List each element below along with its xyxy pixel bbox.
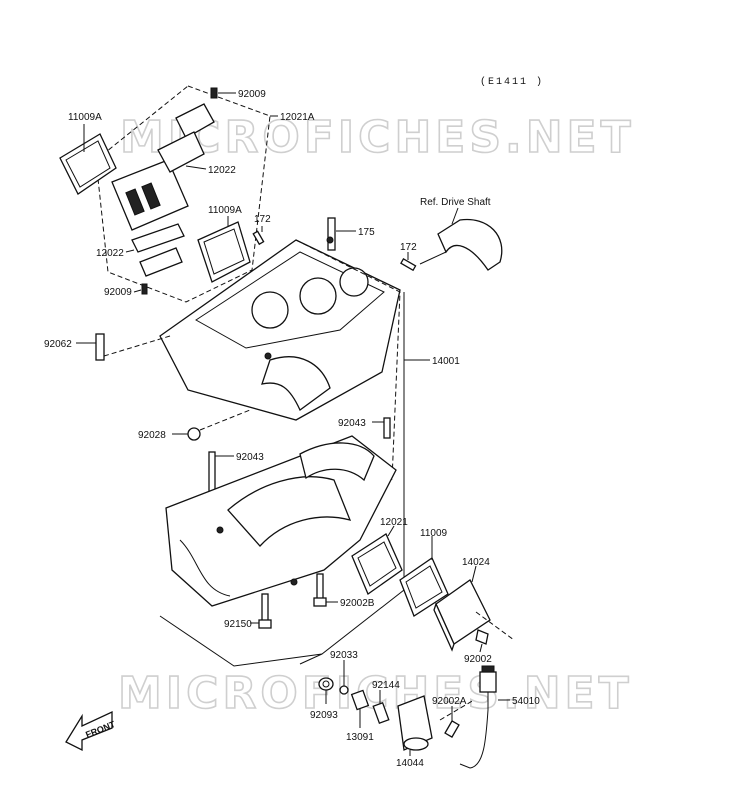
gasket-12021[interactable] — [351, 525, 403, 595]
housing-14044[interactable] — [397, 695, 433, 756]
reed-valve-block[interactable] — [111, 159, 189, 231]
screw-92009-bottom[interactable] — [141, 283, 148, 295]
label-92002: 92002 — [464, 654, 492, 665]
gauge-54010[interactable] — [439, 665, 510, 769]
gasket-11009A-mid[interactable] — [197, 216, 251, 283]
stud-175[interactable] — [327, 217, 356, 251]
plunger-13091[interactable] — [350, 689, 370, 728]
label-92043-left: 92043 — [236, 452, 264, 463]
gasket-11009[interactable] — [399, 536, 449, 617]
label-11009A-top: 11009A — [68, 112, 102, 123]
label-12022-top: 12022 — [208, 165, 236, 176]
label-92002A: 92002A — [432, 696, 467, 707]
gasket-11009A-top[interactable] — [59, 133, 117, 195]
reed-plate-top[interactable] — [175, 103, 215, 139]
stud-172-left[interactable] — [252, 226, 265, 246]
reed-stopper-lower[interactable] — [139, 247, 183, 277]
watermark-bottom: MICROFICHES.NET — [118, 668, 633, 719]
lower-crankcase[interactable] — [165, 435, 397, 607]
label-12021A: 12021A — [280, 112, 315, 123]
reed-petal-lower[interactable] — [131, 223, 185, 253]
label-172-right: 172 — [400, 242, 417, 253]
label-14001: 14001 — [432, 356, 460, 367]
cover-14024[interactable] — [433, 565, 515, 652]
label-54010: 54010 — [512, 696, 540, 707]
label-175: 175 — [358, 227, 375, 238]
bolt-92002A[interactable] — [444, 706, 460, 738]
label-92043-right: 92043 — [338, 418, 366, 429]
label-92144: 92144 — [372, 680, 400, 691]
screw-92009-top[interactable] — [210, 87, 218, 99]
label-12022-left: 12022 — [96, 248, 124, 259]
front-arrow-icon: FRONT — [65, 710, 117, 752]
label-92002B: 92002B — [340, 598, 375, 609]
label-92093: 92093 — [310, 710, 338, 721]
reed-valve-assembly — [59, 85, 278, 303]
ref-drive-shaft-label: Ref. Drive Shaft — [420, 197, 491, 208]
label-11009: 11009 — [420, 528, 448, 539]
bolt-92043-right[interactable] — [372, 417, 391, 439]
drive-shaft-cover[interactable] — [419, 207, 503, 271]
plug-92028[interactable] — [172, 409, 251, 441]
label-92009-bottom: 92009 — [104, 287, 132, 298]
bolt-92062[interactable] — [76, 333, 171, 361]
stud-172-right[interactable] — [400, 252, 417, 272]
label-92009-top: 92009 — [238, 89, 266, 100]
label-92033: 92033 — [330, 650, 358, 661]
bolt-92002B[interactable] — [313, 573, 338, 607]
upper-crankcase[interactable] — [159, 236, 401, 421]
label-172-left: 172 — [254, 214, 271, 225]
ring-92093[interactable] — [318, 677, 334, 704]
label-92150: 92150 — [224, 619, 252, 630]
diagram-code: (E1411 ) — [480, 76, 544, 88]
bolt-92150[interactable] — [250, 593, 272, 629]
label-92028: 92028 — [138, 430, 166, 441]
spring-92144[interactable] — [372, 690, 390, 725]
label-14024: 14024 — [462, 557, 490, 568]
label-92062: 92062 — [44, 339, 72, 350]
label-13091: 13091 — [346, 732, 374, 743]
label-14044: 14044 — [396, 758, 424, 769]
label-12021: 12021 — [380, 517, 408, 528]
label-11009A-mid: 11009A — [208, 205, 242, 216]
washer-92033[interactable] — [339, 660, 349, 695]
bolt-92002[interactable] — [475, 629, 489, 653]
reed-stopper[interactable] — [157, 131, 205, 173]
